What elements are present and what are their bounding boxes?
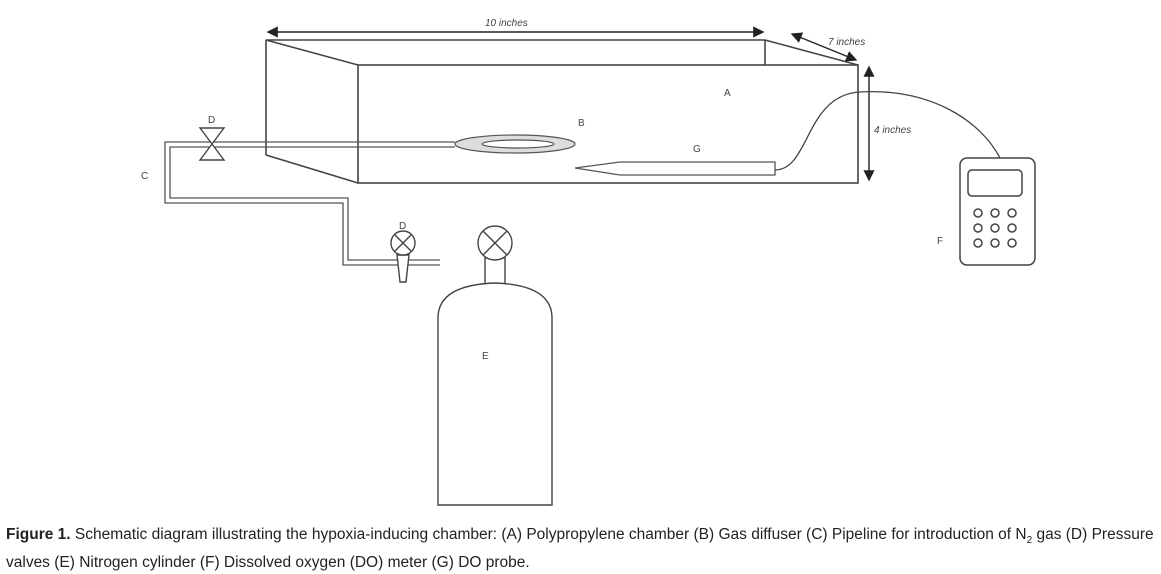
- length-dimension: 10 inches: [485, 18, 528, 29]
- hypoxia-chamber-diagram: 10 inches 7 inches 4 inches A B C D: [141, 18, 1036, 506]
- gas-diffuser: [454, 134, 576, 154]
- label-g: G: [693, 144, 701, 155]
- figure-label: Figure 1.: [6, 526, 71, 543]
- label-d-top: D: [208, 115, 215, 126]
- do-meter: [959, 157, 1036, 266]
- dimension-arrows: [266, 26, 875, 182]
- label-a: A: [724, 88, 731, 99]
- probe-cable: [774, 91, 1001, 171]
- caption-text: Schematic diagram illustrating the hypox…: [70, 526, 1027, 543]
- label-d-bottom: D: [399, 221, 406, 232]
- caption-text-2: gas (D) Pressure valves (E) Nitrogen cyl…: [6, 526, 1154, 572]
- do-probe: [574, 161, 776, 176]
- caption-subscript: 2: [1026, 535, 1033, 547]
- height-dimension: 4 inches: [874, 125, 911, 136]
- label-c: C: [141, 171, 148, 182]
- label-e: E: [482, 351, 489, 362]
- label-b: B: [578, 118, 585, 129]
- pressure-valve-icon: [198, 127, 226, 161]
- nitrogen-cylinder: [437, 225, 553, 506]
- depth-dimension: 7 inches: [828, 37, 865, 48]
- label-f: F: [937, 236, 943, 247]
- figure-caption: Figure 1. Schematic diagram illustrating…: [6, 524, 1161, 574]
- regulator-valve-icon: [390, 230, 416, 283]
